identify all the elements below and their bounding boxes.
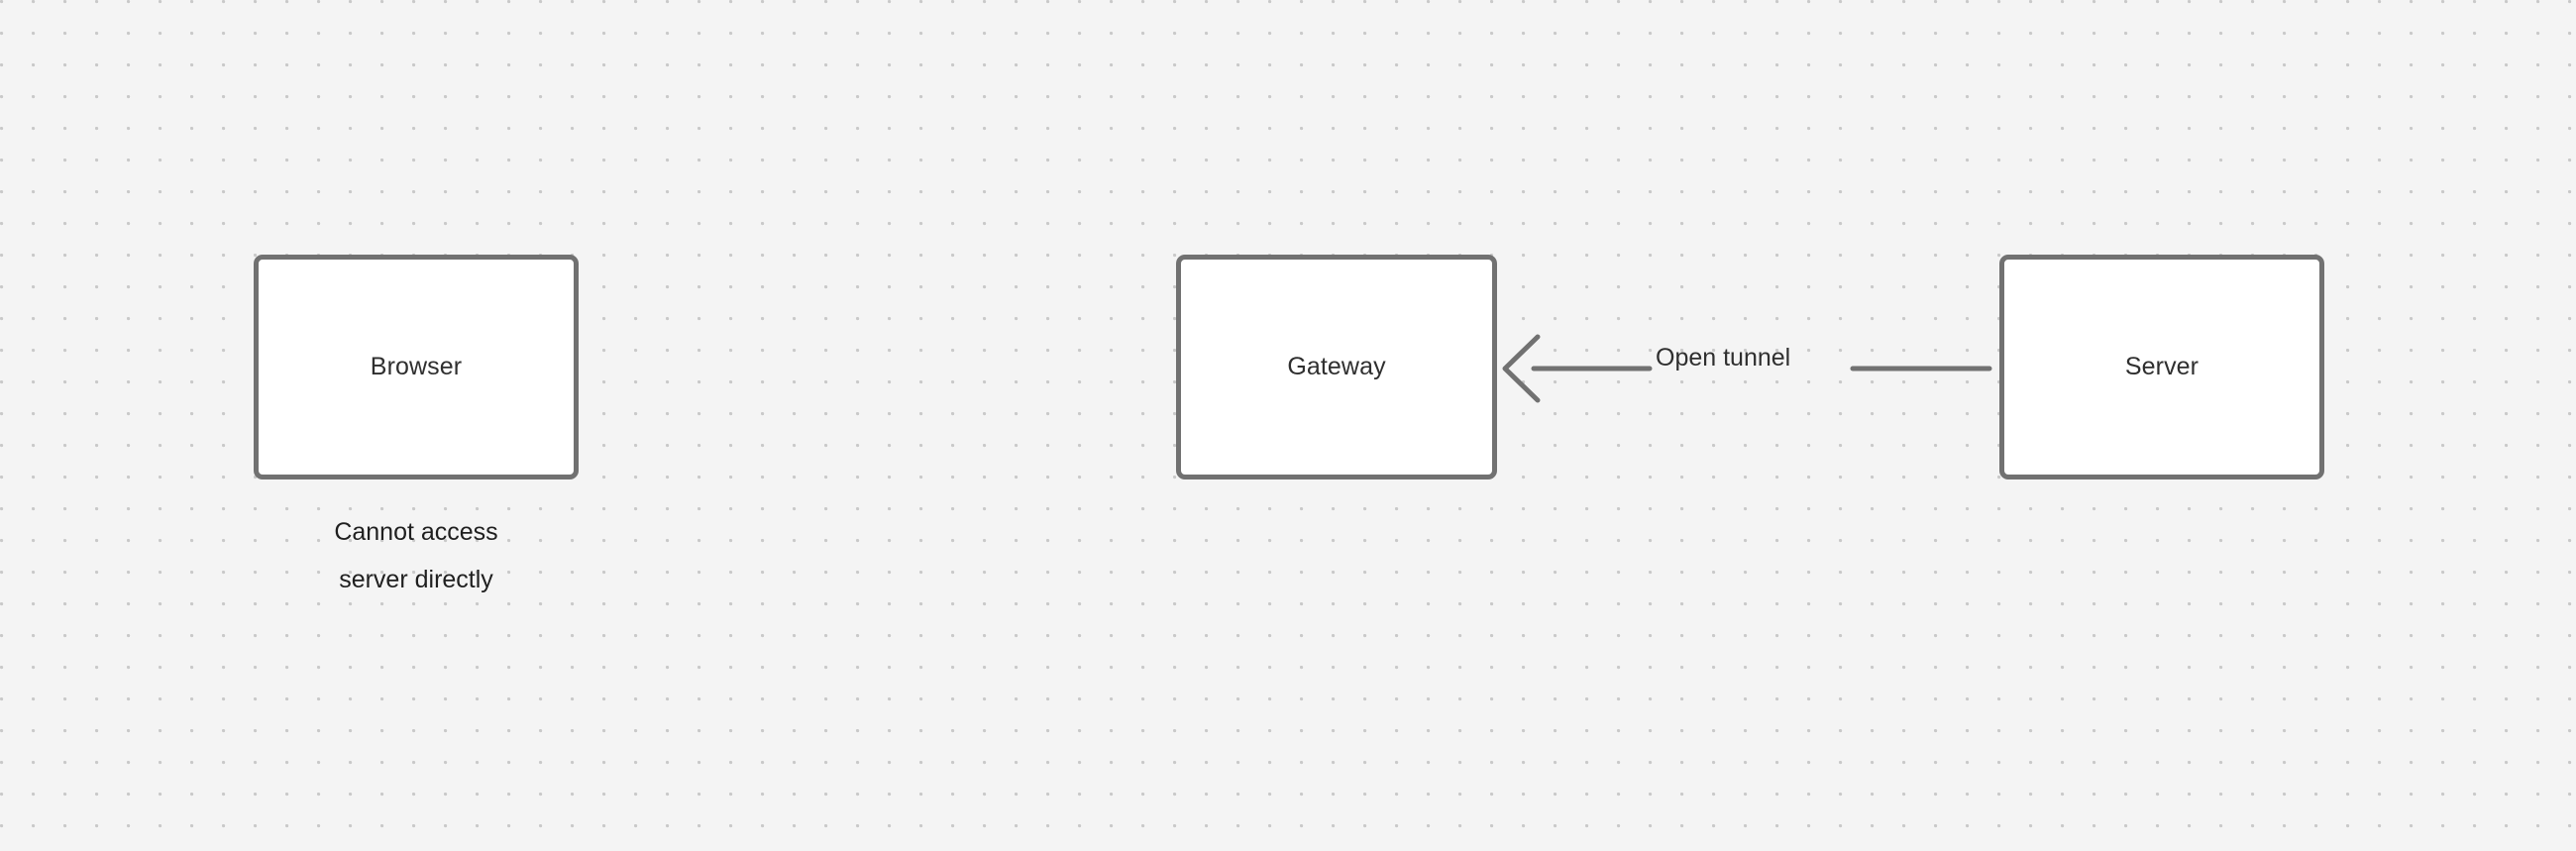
- edge-open-tunnel[interactable]: [1496, 327, 2001, 411]
- node-gateway[interactable]: Gateway: [1176, 255, 1497, 479]
- node-browser-caption: Cannot access server directly: [254, 508, 579, 603]
- node-server-label: Server: [2124, 353, 2200, 380]
- node-browser-label: Browser: [370, 353, 463, 380]
- node-browser-caption-line-1: Cannot access: [334, 518, 498, 546]
- node-browser-caption-line-2: server directly: [339, 566, 493, 593]
- node-browser[interactable]: Browser: [254, 255, 579, 479]
- edge-open-tunnel-label: Open tunnel: [1656, 344, 1791, 372]
- node-gateway-label: Gateway: [1287, 353, 1386, 380]
- arrowhead-left-icon: [1502, 334, 1541, 403]
- node-server[interactable]: Server: [1999, 255, 2324, 479]
